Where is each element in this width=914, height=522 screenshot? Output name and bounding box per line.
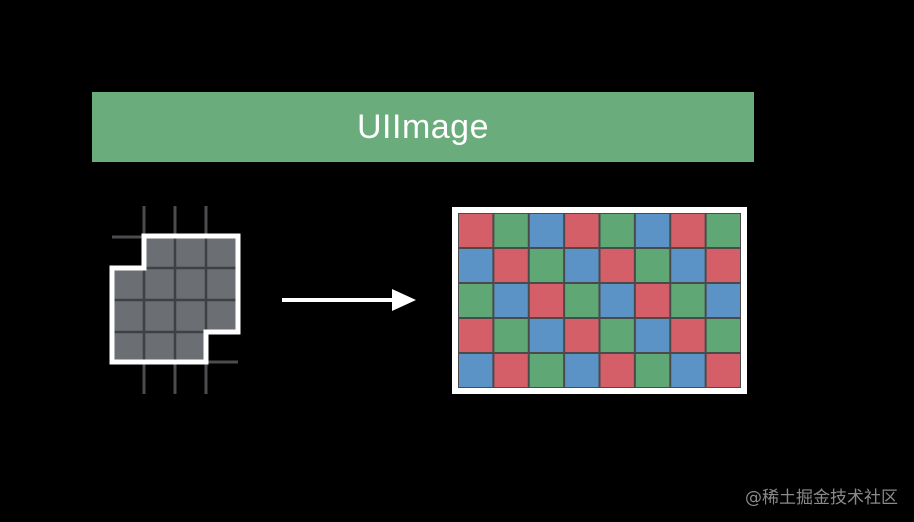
grid-cell-r bbox=[529, 284, 564, 317]
grid-cell-b bbox=[565, 354, 599, 387]
watermark-text: @稀土掘金技术社区 bbox=[745, 488, 898, 508]
grid-cell-g bbox=[565, 284, 599, 317]
grid-cell-g bbox=[529, 354, 564, 387]
grid-cell-b bbox=[494, 284, 528, 317]
grid-cell-r bbox=[706, 354, 740, 387]
grid-cell-r bbox=[494, 354, 528, 387]
grid-cell-r bbox=[671, 319, 705, 352]
grid-cell-b bbox=[706, 284, 740, 317]
pixel-shape-figure bbox=[109, 206, 241, 394]
uiimage-banner: UIImage bbox=[92, 92, 754, 162]
grid-cell-r bbox=[671, 214, 705, 247]
right-arrow-icon bbox=[282, 289, 416, 311]
grid-cell-g bbox=[529, 249, 564, 282]
grid-cell-r bbox=[600, 249, 634, 282]
grid-cell-r bbox=[706, 249, 740, 282]
grid-cell-r bbox=[565, 214, 599, 247]
grid-cell-b bbox=[529, 214, 564, 247]
grid-cell-b bbox=[600, 284, 634, 317]
grid-cell-g bbox=[600, 319, 634, 352]
grid-cell-b bbox=[529, 319, 564, 352]
grid-cell-r bbox=[459, 319, 493, 352]
grid-cell-b bbox=[671, 354, 705, 387]
grid-cell-g bbox=[671, 284, 705, 317]
grid-cell-b bbox=[459, 354, 493, 387]
grid-cell-r bbox=[635, 284, 670, 317]
rgb-pixel-grid bbox=[452, 207, 747, 394]
grid-cell-r bbox=[494, 249, 528, 282]
pixel-shape-outline bbox=[109, 233, 241, 365]
banner-title: UIImage bbox=[357, 107, 489, 146]
grid-cell-r bbox=[565, 319, 599, 352]
pixel-grid-extensions bbox=[112, 206, 238, 394]
grid-cell-r bbox=[459, 214, 493, 247]
grid-cell-g bbox=[600, 214, 634, 247]
grid-cell-b bbox=[635, 319, 670, 352]
pixel-grid-lines bbox=[112, 236, 238, 362]
grid-cell-g bbox=[459, 284, 493, 317]
grid-cell-b bbox=[671, 249, 705, 282]
grid-cell-r bbox=[600, 354, 634, 387]
grid-cell-b bbox=[565, 249, 599, 282]
grid-cell-g bbox=[494, 214, 528, 247]
grid-cell-g bbox=[635, 354, 670, 387]
grid-cell-g bbox=[706, 319, 740, 352]
grid-cell-b bbox=[459, 249, 493, 282]
grid-cell-b bbox=[635, 214, 670, 247]
grid-cell-g bbox=[706, 214, 740, 247]
grid-cell-g bbox=[494, 319, 528, 352]
grid-cell-g bbox=[635, 249, 670, 282]
